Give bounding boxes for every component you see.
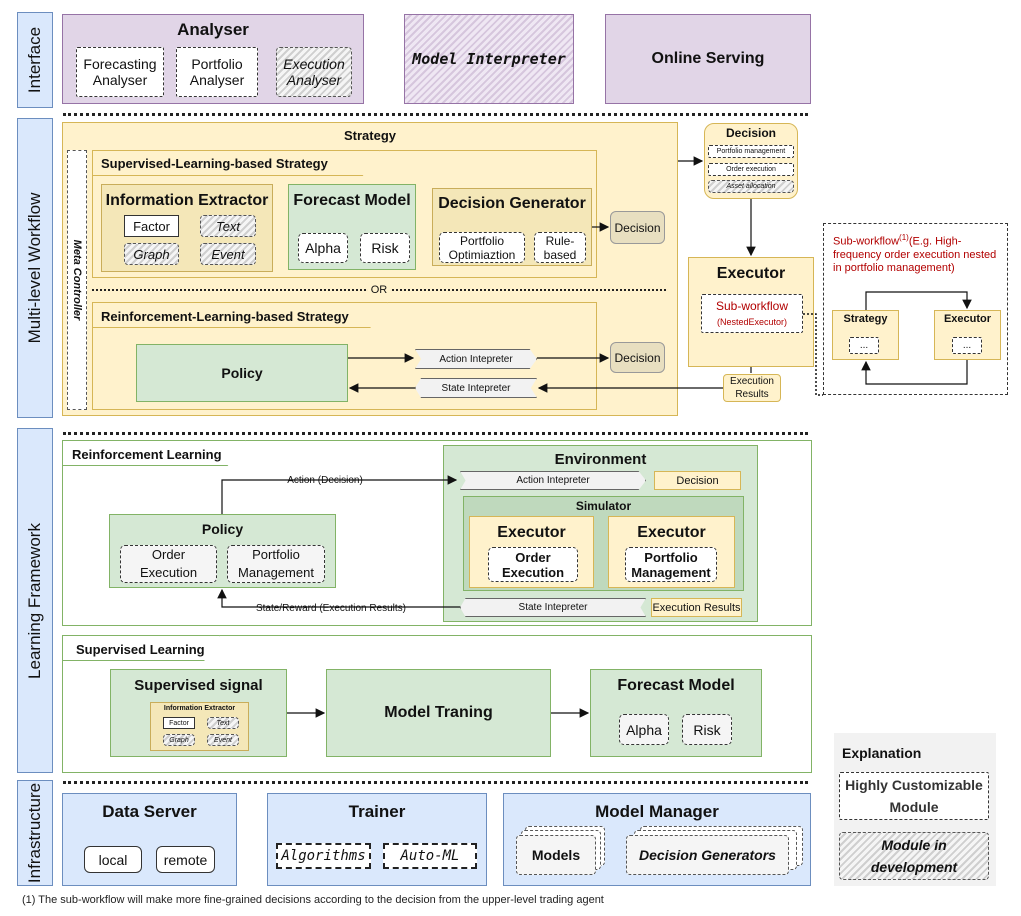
env-execution-results: Execution Results [651, 598, 742, 617]
state-reward-label: State/Reward (Execution Results) [248, 601, 414, 615]
or-label: OR [366, 283, 392, 297]
lf-order-execution: Order Execution [120, 545, 217, 583]
footnote: (1) The sub-workflow will make more fine… [22, 894, 604, 906]
event-box: Event [200, 243, 256, 265]
sim-order-execution: Order Execution [488, 547, 578, 582]
layer-label-learning: Learning Framework [17, 428, 53, 773]
arrow-sub-executor-to-strategy [861, 360, 968, 385]
sl-decision: Decision [610, 211, 665, 244]
sub-workflow-label: Sub-workflow [715, 299, 789, 313]
nested-executor-label: (NestedExecutor) [716, 317, 788, 327]
model-manager-title: Model Manager [595, 802, 719, 821]
sl-strategy-tab: Supervised-Learning-based Strategy [92, 150, 380, 176]
sim-executor-order-title: Executor [497, 524, 566, 541]
simulator-title: Simulator [575, 499, 632, 513]
trainer-title: Trainer [348, 802, 406, 821]
env-decision: Decision [654, 471, 741, 490]
supervised-signal-title: Supervised signal [134, 677, 263, 694]
meta-controller: Meta Controller [67, 150, 87, 410]
decision-generator-title: Decision Generator [438, 195, 586, 212]
executor-title: Executor [716, 265, 786, 282]
separator-1 [63, 113, 808, 116]
portfolio-analyser: Portfolio Analyser [176, 47, 258, 97]
automl-box: Auto-ML [383, 843, 477, 869]
action-interpreter: Action Intepreter [415, 349, 537, 369]
portfolio-optimization: Portfolio Optimiaztion [439, 232, 525, 263]
graph-box: Graph [124, 243, 179, 265]
environment-title: Environment [554, 451, 647, 468]
analyser-title: Analyser [177, 20, 249, 39]
separator-2 [63, 432, 808, 435]
sub-workflow-link [803, 313, 823, 396]
model-interpreter: Model Interpreter [404, 14, 574, 104]
execution-analyser: Execution Analyser [276, 47, 352, 97]
arrow-sub-strategy-to-executor [865, 291, 972, 310]
sl-alpha: Alpha [619, 714, 669, 745]
legend-title: Explanation [842, 745, 922, 761]
text-box: Text [200, 215, 256, 237]
separator-3 [63, 781, 808, 784]
forecasting-analyser: Forecasting Analyser [76, 47, 164, 97]
sub-workflow-note-text: Sub-workflow(1)(E.g. High-frequency orde… [833, 233, 997, 274]
models-box: Models [516, 835, 596, 875]
mini-factor: Factor [163, 717, 195, 729]
sl-forecast-model-title: Forecast Model [617, 677, 735, 694]
sl-framework-tab: Supervised Learning [62, 635, 220, 661]
env-action-interpreter: Action Intepreter [460, 471, 646, 490]
rl-decision: Decision [610, 342, 665, 373]
sub-workflow-box [701, 294, 803, 333]
rule-based: Rule- based [534, 232, 586, 263]
local-box: local [84, 846, 142, 873]
model-training: Model Traning [326, 669, 551, 757]
mini-info-extractor-title: Information Extractor [163, 705, 236, 712]
sl-forecast-model [590, 669, 762, 757]
rl-policy: Policy [136, 344, 348, 402]
legend-in-development: Module in development [839, 832, 989, 880]
decision-generators-box: Decision Generators [626, 835, 789, 875]
execution-results: Execution Results [723, 374, 781, 402]
rl-framework-tab: Reinforcement Learning [62, 440, 246, 466]
data-server-title: Data Server [102, 802, 197, 821]
sim-portfolio-management: Portfolio Management [625, 547, 717, 582]
mini-graph: Graph [163, 734, 195, 746]
sim-executor-portfolio-title: Executor [637, 524, 706, 541]
sub-strategy-title: Strategy [843, 313, 888, 325]
risk-box: Risk [360, 233, 410, 263]
mini-event: Event [207, 734, 239, 746]
sub-executor-dots: ... [952, 337, 982, 354]
layer-label-workflow: Multi-level Workflow [17, 118, 53, 418]
order-execution-item: Order execution [708, 163, 794, 176]
algorithms-box: Algorithms [276, 843, 371, 869]
arrow-lf-action [221, 475, 458, 514]
sub-workflow-note [823, 223, 1008, 395]
layer-label-interface: Interface [17, 12, 53, 108]
arrow-lf-state [217, 588, 460, 608]
portfolio-management-item: Portfolio management [708, 145, 794, 158]
mini-text: Text [207, 717, 239, 729]
alpha-box: Alpha [298, 233, 348, 263]
env-state-interpreter: State Intepreter [460, 598, 646, 617]
factor-box: Factor [124, 215, 179, 237]
rl-strategy-tab: Reinforcement-Learning-based Strategy [92, 302, 388, 328]
online-serving: Online Serving [605, 14, 811, 104]
decision-container-title: Decision [725, 126, 776, 140]
legend-customizable: Highly Customizable Module [839, 772, 989, 820]
sub-executor-title: Executor [943, 313, 992, 325]
forecast-model-title: Forecast Model [293, 192, 411, 209]
trainer [267, 793, 487, 886]
remote-box: remote [156, 846, 215, 873]
asset-allocation-item: Asset allocation [708, 180, 794, 193]
layer-label-infrastructure: Infrastructure [17, 780, 53, 886]
strategy-title: Strategy [343, 128, 397, 143]
information-extractor-title: Information Extractor [105, 192, 269, 209]
sub-strategy-dots: ... [849, 337, 879, 354]
sl-risk: Risk [682, 714, 732, 745]
lf-portfolio-management: Portfolio Management [227, 545, 325, 583]
lf-policy-title: Policy [201, 521, 244, 537]
